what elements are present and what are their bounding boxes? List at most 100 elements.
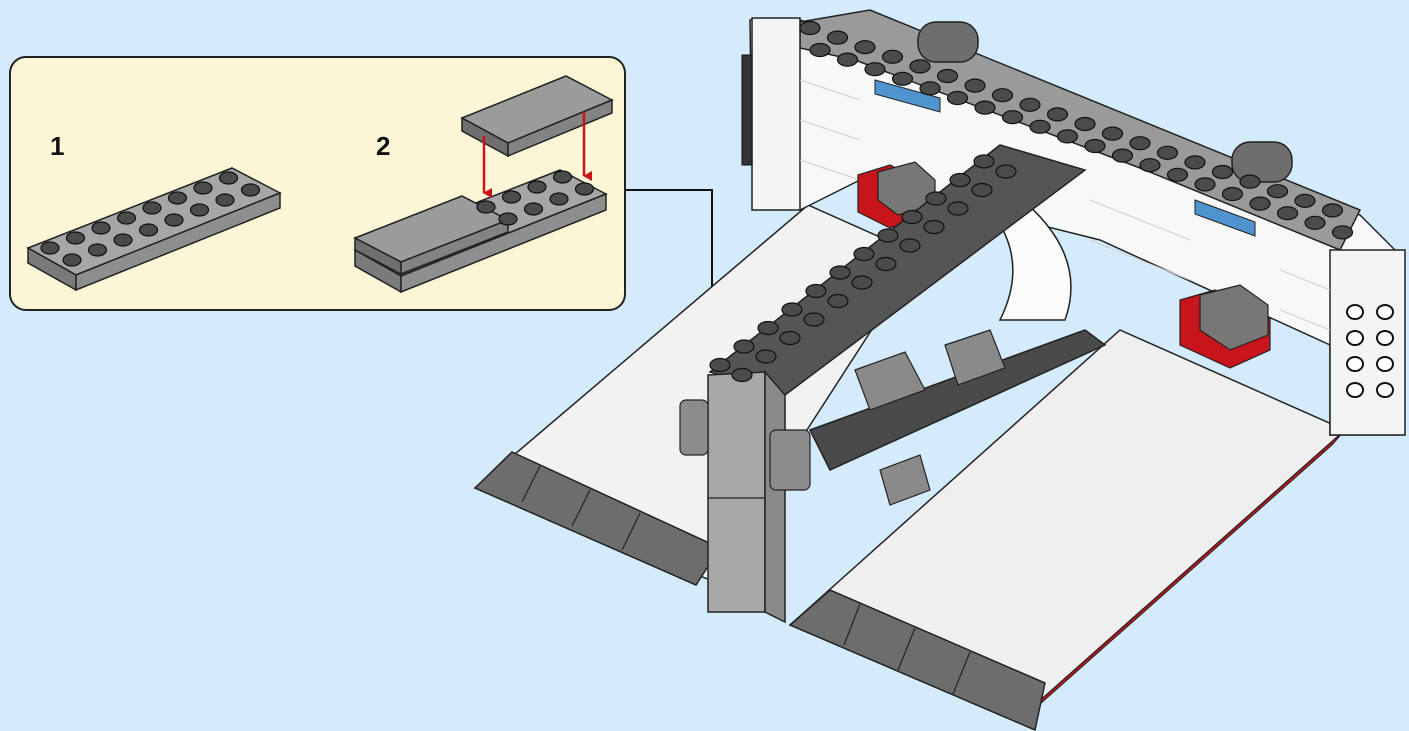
stud [193, 181, 213, 195]
stud [899, 238, 921, 253]
stud [755, 349, 777, 364]
stud [116, 211, 137, 225]
stud [1111, 148, 1134, 163]
stud [853, 246, 875, 262]
stud [527, 180, 547, 194]
stud [881, 49, 904, 64]
stud [803, 312, 825, 327]
stud [971, 182, 993, 198]
step-number-1: 1 [50, 131, 65, 161]
stud [1376, 330, 1394, 346]
stud [991, 88, 1014, 103]
stud [854, 40, 876, 55]
stud [781, 302, 803, 317]
stud [498, 212, 518, 226]
stud [552, 170, 573, 184]
stud [189, 203, 210, 217]
stud [113, 233, 133, 247]
stud [826, 30, 849, 45]
stud [779, 330, 801, 346]
stud [65, 231, 86, 245]
stud [799, 20, 821, 36]
stud [973, 154, 995, 169]
stud [909, 59, 931, 74]
stud [851, 275, 873, 290]
stud [1294, 193, 1316, 208]
stud [240, 183, 261, 197]
stud [827, 293, 849, 309]
stud [1046, 107, 1069, 122]
plate-2x8-icon [26, 167, 282, 292]
stud [805, 283, 827, 299]
stud [875, 256, 897, 272]
plate-with-tiles-icon [353, 169, 608, 294]
stud [1376, 304, 1394, 320]
stud [1331, 225, 1354, 240]
stud [1249, 196, 1271, 211]
stud [923, 219, 945, 235]
stud [1276, 206, 1299, 221]
stud [501, 190, 522, 204]
stud [62, 253, 82, 267]
stud [1376, 382, 1394, 398]
stud [1084, 138, 1106, 154]
stud [946, 90, 969, 106]
stud [549, 192, 569, 206]
stud [218, 171, 239, 185]
stud [1101, 126, 1124, 141]
stud [138, 223, 159, 237]
placement-arrow-icon [482, 112, 592, 198]
stud [757, 320, 779, 336]
stud [936, 68, 959, 84]
stud [87, 243, 108, 257]
stud [91, 221, 111, 235]
stud [167, 191, 188, 205]
stud [164, 213, 184, 227]
stud [1346, 330, 1364, 346]
stud [1029, 119, 1051, 134]
stud [891, 71, 914, 86]
stud [1376, 356, 1394, 372]
stud [1266, 184, 1289, 199]
stud [731, 367, 753, 383]
step-number-2: 2 [376, 131, 391, 161]
stud [1346, 304, 1364, 320]
stud [40, 241, 60, 255]
stud [215, 193, 235, 207]
stud [1221, 186, 1244, 202]
stud [864, 62, 886, 77]
stud [877, 228, 899, 243]
stud [925, 191, 947, 206]
stud [809, 42, 831, 58]
stud [947, 201, 969, 216]
stud [995, 164, 1017, 179]
stud [1194, 177, 1216, 192]
stud [949, 172, 971, 188]
stud [1156, 145, 1179, 160]
stud [1056, 129, 1079, 144]
stud [974, 100, 996, 115]
stud [964, 78, 986, 93]
stud [1001, 110, 1024, 125]
stud [142, 201, 162, 215]
stud [1139, 158, 1161, 173]
stud [829, 265, 851, 280]
seat-right [1179, 284, 1271, 369]
stud [523, 202, 544, 216]
stud [1321, 203, 1344, 218]
stud [1239, 174, 1261, 189]
stud [1129, 136, 1151, 151]
stud [733, 339, 755, 354]
stud [476, 200, 496, 214]
stud [901, 209, 923, 225]
stud [1304, 215, 1326, 230]
stud [1019, 97, 1041, 112]
stud [1166, 167, 1189, 182]
stud [1346, 382, 1364, 398]
stud [1211, 164, 1234, 180]
stud [836, 52, 859, 67]
stud [709, 357, 731, 373]
stud [1346, 356, 1364, 372]
stud [919, 81, 941, 96]
